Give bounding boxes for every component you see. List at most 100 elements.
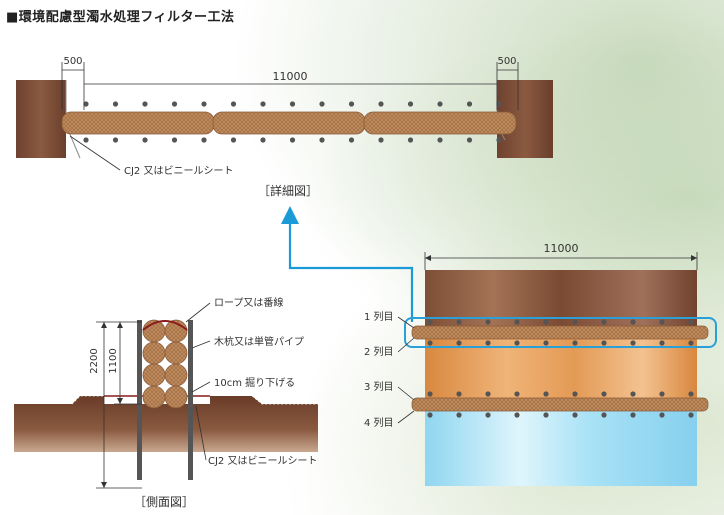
stake-left [137, 320, 142, 480]
stake-dot [485, 391, 491, 397]
stake-dot [427, 319, 433, 325]
stake-dot [543, 412, 549, 418]
stake-dot [601, 340, 607, 346]
band-settling [425, 328, 697, 406]
top-dimensions [61, 62, 519, 110]
stake-dot [201, 137, 207, 143]
stake-dot [260, 137, 266, 143]
highlight-box [404, 317, 717, 348]
stake-dot [543, 319, 549, 325]
rope [142, 320, 188, 331]
filter-roll [142, 341, 166, 365]
top-sheet-label: CJ2 又はビニールシート [124, 165, 233, 177]
filter-roll [142, 363, 166, 387]
row-label-4: 4 列目 [364, 416, 394, 429]
side-ground [14, 396, 318, 452]
stake-dot [466, 137, 473, 143]
label-stake: 木杭又は単管パイプ [214, 335, 304, 348]
stake-dot [659, 319, 665, 325]
stake-dot [601, 412, 607, 418]
stake-dot [348, 137, 355, 143]
stake-dot [437, 101, 443, 107]
top-margin-right-dim: 500 [497, 56, 516, 67]
stake-dot [201, 101, 207, 107]
stake-dot [427, 391, 433, 397]
row-label-2: 2 列目 [364, 345, 394, 358]
page-title: ■環境配慮型濁水処理フィルター工法 [6, 10, 235, 25]
stake-dot [514, 319, 520, 325]
stake-right [188, 320, 193, 480]
top-stake-dots [83, 101, 502, 143]
stake-dot [466, 101, 473, 107]
stake-dot [456, 319, 462, 325]
stake-dot [688, 412, 694, 418]
top-filter-bag-3 [363, 111, 517, 135]
label-dig: 10cm 掘り下げる [214, 376, 295, 389]
side-dimensions [96, 321, 142, 489]
stake-dot [688, 319, 694, 325]
front-dim-arrow-left [425, 255, 431, 261]
filter-roll [164, 341, 188, 365]
stake-dot [112, 137, 119, 143]
stake-dot [289, 137, 296, 143]
sheet-leader-top [69, 135, 121, 171]
stake-dot [485, 340, 491, 346]
stake-dot [630, 412, 636, 418]
stake-dot [514, 340, 520, 346]
detail-caption: ［詳細図］ [258, 183, 318, 198]
row-leaders [397, 316, 415, 424]
stake-dot [171, 101, 178, 107]
stake-dot [630, 319, 636, 325]
stake-dot [378, 101, 384, 107]
front-dim-arrow-right [691, 255, 697, 261]
band-clear-water [425, 406, 697, 486]
stake-dot [572, 319, 578, 325]
row-label-1: 1 列目 [364, 310, 394, 323]
label-rope: ロープ又は番線 [214, 296, 283, 309]
filter-row-lower [411, 397, 709, 412]
stake-dot [319, 101, 325, 107]
stake-dot [378, 137, 384, 143]
stake-dot [230, 137, 237, 143]
stake-dot [659, 391, 665, 397]
top-margin-left-dim: 500 [63, 56, 82, 67]
front-width-dim: 11000 [544, 242, 579, 255]
stake-dot [659, 412, 665, 418]
stake-dot [601, 391, 607, 397]
stake-dot [688, 391, 694, 397]
stake-dot [407, 101, 414, 107]
stake-dot [437, 137, 443, 143]
filter-roll [142, 385, 166, 409]
side-filter-stack [142, 319, 188, 409]
stake-dot [171, 137, 178, 143]
stake-dot [630, 391, 636, 397]
stake-dot [572, 391, 578, 397]
stake-dot [260, 101, 266, 107]
filter-roll [164, 363, 188, 387]
front-width-dimension [424, 252, 698, 270]
stake-dot [427, 340, 433, 346]
stake-dot [348, 101, 355, 107]
stake-dot [572, 340, 578, 346]
stake-dot [659, 340, 665, 346]
front-view: 11000 1 列目 2 列目 3 列目 4 列目 [364, 242, 717, 486]
stake-dot [543, 340, 549, 346]
stake-dot [456, 340, 462, 346]
stake-dot [572, 412, 578, 418]
stake-dot [112, 101, 119, 107]
stake-dot [407, 137, 414, 143]
stake-dot [630, 340, 636, 346]
stake-dot [496, 101, 502, 107]
filter-roll [164, 385, 188, 409]
stake-dot [543, 391, 549, 397]
label-sheet: CJ2 又はビニールシート [208, 455, 317, 467]
stake-dot [514, 391, 520, 397]
detail-arrow [281, 206, 414, 322]
stake-dot [427, 412, 433, 418]
side-view: 2200 1100 ロープ又は番線 木杭又は単管パイプ 10cm 掘り下げる C… [14, 296, 318, 509]
top-filter-bag-1 [61, 111, 215, 135]
top-filter-bag-2 [212, 111, 366, 135]
top-width-dim: 11000 [273, 70, 308, 83]
stake-dot [289, 101, 296, 107]
